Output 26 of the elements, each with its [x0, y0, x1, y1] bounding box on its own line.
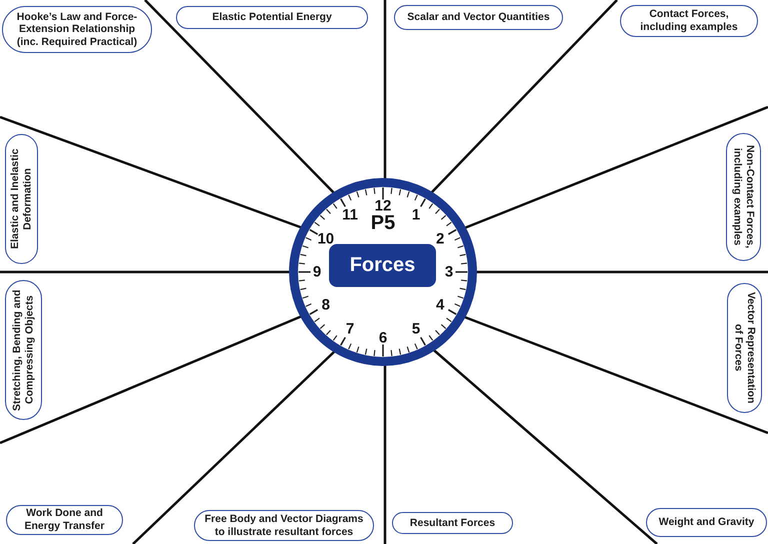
clock-numeral: 11	[342, 207, 358, 222]
topic-pill: Free Body and Vector Diagrams to illustrate resultant forces	[194, 510, 374, 541]
clock-title: P5	[370, 213, 396, 233]
topic-pill: Vector Representation of Forces	[727, 283, 762, 413]
topic-pill: Resultant Forces	[392, 512, 513, 534]
clock-numeral: 8	[322, 298, 330, 312]
title-banner: Forces	[329, 244, 436, 287]
clock-numeral: 5	[412, 322, 420, 337]
topic-pill: Stretching, Bending and Compressing Objects	[5, 280, 42, 420]
topic-pill: Hooke’s Law and Force-Extension Relationship (inc. Required Practical)	[2, 6, 152, 53]
clock-numeral: 12	[374, 198, 392, 214]
topic-pill: Elastic Potential Energy	[176, 6, 368, 29]
clock-numeral: 2	[436, 232, 444, 246]
clock-numeral: 4	[436, 298, 444, 312]
topic-pill: Non-Contact Forces, including examples	[726, 133, 761, 261]
clock-numeral: 9	[312, 264, 322, 280]
topic-pill: Contact Forces, including examples	[620, 5, 758, 37]
topic-pill: Work Done and Energy Transfer	[6, 505, 123, 535]
topic-pill: Scalar and Vector Quantities	[394, 5, 563, 30]
topic-pill: Elastic and Inelastic Deformation	[5, 134, 38, 264]
clock-numeral: 6	[378, 330, 388, 346]
clock-numeral: 10	[317, 232, 334, 246]
clock-numeral: 1	[412, 207, 420, 222]
topic-pill: Weight and Gravity	[646, 508, 767, 537]
clock-numeral: 3	[444, 264, 454, 280]
clock-numeral: 7	[346, 322, 354, 337]
